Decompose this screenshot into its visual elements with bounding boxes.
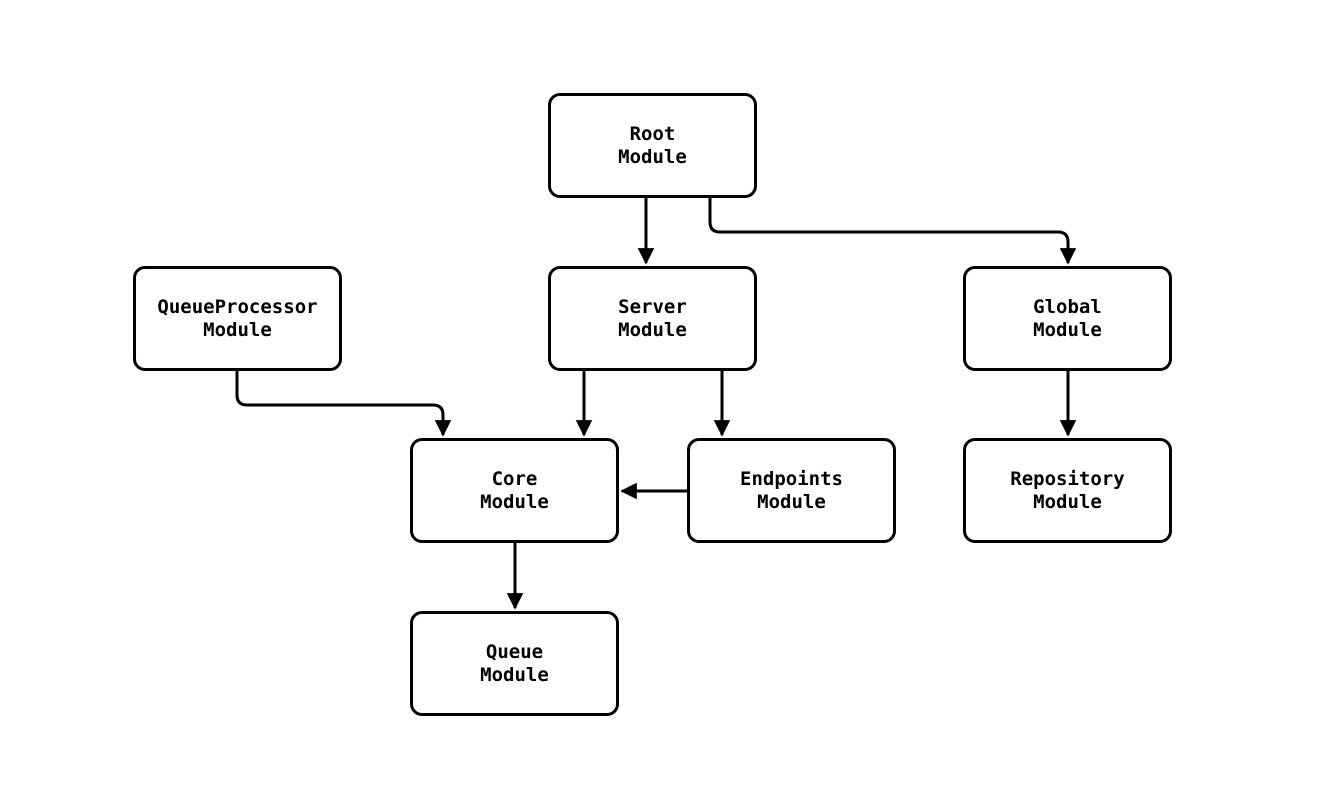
node-repository-module: Repository Module: [963, 438, 1172, 543]
node-root-module: Root Module: [548, 93, 757, 198]
node-repository-module-label: Repository Module: [1010, 467, 1125, 513]
node-core-module-label: Core Module: [480, 467, 549, 513]
node-global-module-label: Global Module: [1033, 295, 1102, 341]
node-queue-module-label: Queue Module: [480, 640, 549, 686]
node-core-module: Core Module: [410, 438, 619, 543]
node-server-module-label: Server Module: [618, 295, 687, 341]
node-root-module-label: Root Module: [618, 122, 687, 168]
edge-root-to-global: [708, 198, 1077, 265]
node-queueprocessor-module: QueueProcessor Module: [133, 266, 342, 371]
edge-queueprocessor-to-core: [235, 371, 452, 437]
node-endpoints-module: Endpoints Module: [687, 438, 896, 543]
node-endpoints-module-label: Endpoints Module: [740, 467, 843, 513]
node-global-module: Global Module: [963, 266, 1172, 371]
node-server-module: Server Module: [548, 266, 757, 371]
node-queueprocessor-module-label: QueueProcessor Module: [157, 295, 318, 341]
node-queue-module: Queue Module: [410, 611, 619, 716]
